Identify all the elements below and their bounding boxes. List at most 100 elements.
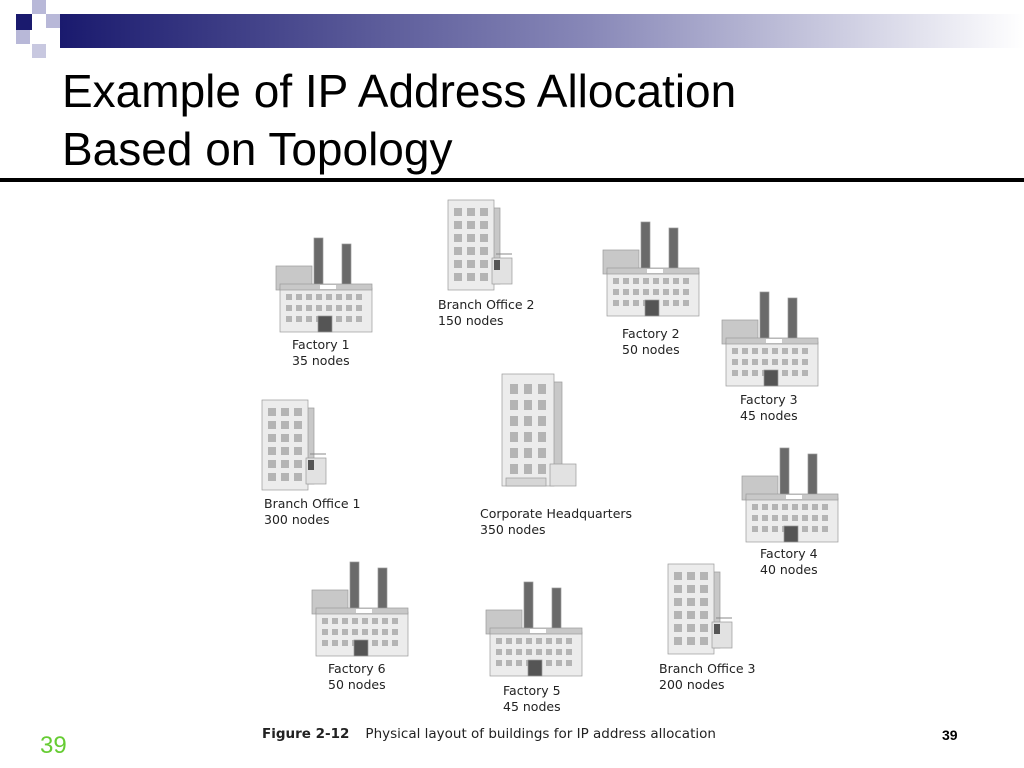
window [663,289,669,295]
window [538,400,546,410]
window [306,305,312,311]
window [496,649,502,655]
window [332,629,338,635]
window [566,638,572,644]
roof-vent [766,339,782,343]
factory-door [783,525,799,543]
building-factory-5: Factory 545 nodes [485,581,583,714]
window [524,464,532,474]
window [782,359,788,365]
window [281,460,289,468]
window [792,515,798,521]
window [687,585,695,593]
window [382,629,388,635]
window [268,460,276,468]
window [752,348,758,354]
factory-door [763,369,779,387]
smokestack [313,237,324,291]
window [633,289,639,295]
window [467,247,475,255]
window [480,273,488,281]
window [752,359,758,365]
building-nodes-label: 200 nodes [659,677,725,692]
window [306,316,312,322]
window [772,504,778,510]
office-door [308,460,314,470]
window [281,447,289,455]
window [467,221,475,229]
slide-title: Example of IP Address Allocation Based o… [62,62,992,178]
window [752,370,758,376]
window [673,300,679,306]
window [802,526,808,532]
window [792,370,798,376]
window [538,448,546,458]
window [316,305,322,311]
slide-title-line-1: Example of IP Address Allocation [62,65,737,117]
window [762,359,768,365]
window [506,660,512,666]
window [802,370,808,376]
window [392,640,398,646]
window [467,234,475,242]
window [332,618,338,624]
window [346,316,352,322]
window [536,638,542,644]
window [480,234,488,242]
slide-number: 39 [40,732,67,759]
window [782,370,788,376]
building-nodes-label: 50 nodes [328,677,386,692]
window [623,300,629,306]
window [742,370,748,376]
window [342,629,348,635]
window [467,208,475,216]
window [674,585,682,593]
building-factory-4: Factory 440 nodes [741,447,839,577]
window [524,400,532,410]
window [536,649,542,655]
window [623,289,629,295]
building-nodes-label: 350 nodes [480,522,546,537]
factory-door [353,639,369,657]
window [653,289,659,295]
window [346,305,352,311]
window [687,598,695,606]
window [623,278,629,284]
window [762,515,768,521]
window [566,649,572,655]
window [732,359,738,365]
title-underline [0,178,1024,182]
window [372,640,378,646]
window [342,618,348,624]
window [822,526,828,532]
window [506,638,512,644]
window [674,624,682,632]
window [566,660,572,666]
window [296,305,302,311]
window [467,273,475,281]
window [822,515,828,521]
window [294,447,302,455]
window [281,473,289,481]
window [802,515,808,521]
window [286,305,292,311]
window [268,434,276,442]
window [674,637,682,645]
window [516,649,522,655]
window [700,624,708,632]
window [510,400,518,410]
window [294,408,302,416]
window [792,359,798,365]
roof-vent [320,285,336,289]
window [673,278,679,284]
window [480,221,488,229]
window [356,316,362,322]
window [538,416,546,426]
window [480,247,488,255]
window [613,278,619,284]
window [653,278,659,284]
window [524,416,532,426]
figure-label: Figure 2-12 [262,726,350,742]
window [762,348,768,354]
